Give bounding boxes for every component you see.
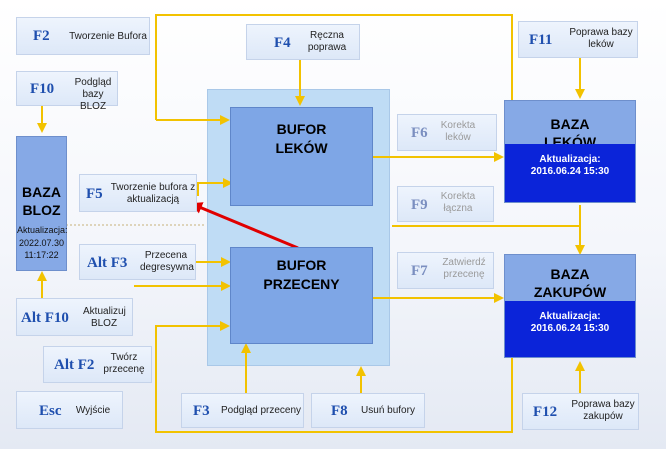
key-f8[interactable]: F8 Usuń bufory — [311, 393, 425, 428]
key-f8-desc: Usuń bufory — [361, 405, 415, 416]
key-f10[interactable]: F10 Podgląd bazy BLOZ — [16, 71, 118, 112]
baza-zakupow-update: Aktualizacja: 2016.06.24 15:30 — [505, 301, 635, 357]
baza-bloz-update-label: Aktualizacja: — [17, 225, 68, 235]
key-alt-f3-desc: Przecena degresywna — [140, 250, 194, 273]
key-f11-desc: Poprawa bazy leków — [569, 27, 633, 50]
key-alt-f2-label: Alt F2 — [54, 357, 95, 373]
key-f11-label: F11 — [529, 32, 553, 48]
key-f2-label: F2 — [33, 28, 50, 44]
key-f4[interactable]: F4 Ręczna poprawa — [246, 24, 360, 60]
baza-bloz: BAZA BLOZ Aktualizacja: 2022.07.30 11:17… — [16, 136, 68, 271]
key-f7[interactable]: F7 Zatwierdź przecenę — [397, 252, 494, 289]
bufor-lekow: BUFOR LEKÓW — [230, 107, 373, 206]
baza-zakupow-title: BAZA ZAKUPÓW — [533, 266, 607, 300]
key-f2[interactable]: F2 Tworzenie Bufora — [16, 17, 150, 55]
key-f7-label: F7 — [411, 263, 428, 279]
key-f10-label: F10 — [30, 81, 55, 97]
key-alt-f10-label: Alt F10 — [21, 310, 69, 326]
baza-lekow-update: Aktualizacja: 2016.06.24 15:30 — [505, 144, 635, 202]
baza-zakupow-update-value: 2016.06.24 15:30 — [530, 323, 610, 334]
key-f9[interactable]: F9 Korekta łączna — [397, 186, 494, 222]
key-f6-desc: Korekta leków — [440, 120, 476, 143]
key-f7-desc: Zatwierdź przecenę — [442, 257, 486, 280]
key-alt-f2[interactable]: Alt F2 Twórz przecenę — [43, 346, 152, 383]
key-f3[interactable]: F3 Podgląd przeceny — [181, 393, 304, 428]
bufor-przeceny: BUFOR PRZECENY — [230, 247, 373, 344]
baza-zakupow-update-label: Aktualizacja: — [539, 311, 601, 322]
key-alt-f3[interactable]: Alt F3 Przecena degresywna — [79, 244, 196, 280]
key-f6[interactable]: F6 Korekta leków — [397, 114, 497, 151]
baza-bloz-title: BAZA BLOZ — [22, 184, 61, 218]
key-esc-desc: Wyjście — [75, 405, 111, 416]
baza-bloz-update-value: 2022.07.30 11:17:22 — [19, 238, 65, 260]
key-esc[interactable]: Esc Wyjście — [16, 391, 123, 429]
key-alt-f3-label: Alt F3 — [87, 255, 128, 271]
key-f9-label: F9 — [411, 197, 428, 213]
key-f12[interactable]: F12 Poprawa bazy zakupów — [522, 393, 639, 430]
key-f8-label: F8 — [331, 403, 348, 419]
key-f5[interactable]: F5 Tworzenie bufora z aktualizacją — [79, 174, 197, 212]
key-alt-f10[interactable]: Alt F10 Aktualizuj BLOZ — [16, 298, 133, 336]
key-f12-label: F12 — [533, 404, 558, 420]
baza-lekow-update-value: 2016.06.24 15:30 — [530, 166, 610, 177]
key-f4-desc: Ręczna poprawa — [307, 30, 347, 53]
key-f10-desc: Podgląd bazy BLOZ — [74, 77, 112, 112]
baza-lekow-update-label: Aktualizacja: — [539, 154, 601, 165]
key-f3-desc: Podgląd przeceny — [220, 405, 302, 416]
key-alt-f10-desc: Aktualizuj BLOZ — [83, 306, 126, 329]
key-f4-label: F4 — [274, 35, 291, 51]
key-f3-label: F3 — [193, 403, 210, 419]
key-f12-desc: Poprawa bazy zakupów — [571, 399, 635, 422]
key-f9-desc: Korekta łączna — [440, 191, 476, 214]
key-alt-f2-desc: Twórz przecenę — [103, 352, 145, 375]
key-f11[interactable]: F11 Poprawa bazy leków — [518, 21, 638, 58]
baza-zakupow: BAZA ZAKUPÓW Aktualizacja: 2016.06.24 15… — [504, 254, 636, 358]
baza-lekow: BAZA LEKÓW Aktualizacja: 2016.06.24 15:3… — [504, 100, 636, 203]
key-esc-label: Esc — [39, 403, 62, 419]
key-f5-desc: Tworzenie bufora z aktualizacją — [110, 182, 196, 205]
key-f6-label: F6 — [411, 125, 428, 141]
key-f2-desc: Tworzenie Bufora — [69, 31, 147, 42]
key-f5-label: F5 — [86, 186, 103, 202]
